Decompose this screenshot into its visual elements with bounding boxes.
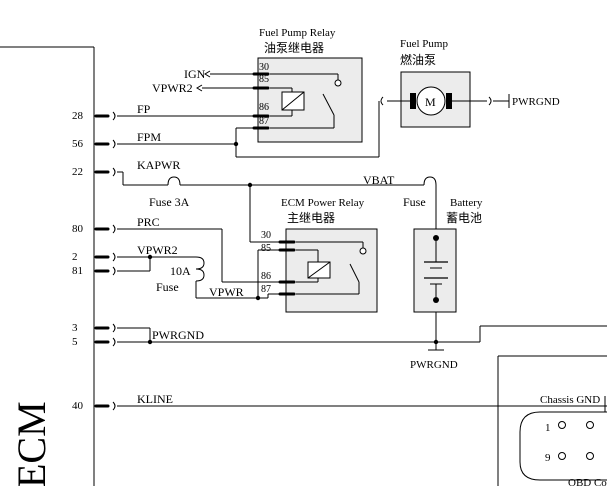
terminal-81 (94, 266, 116, 276)
ecm-label: ECM (9, 401, 54, 486)
pin-81: 81 (72, 265, 83, 277)
ecm-power-relay-title-zh: 主继电器 (287, 211, 335, 225)
signal-labels: FP FPM KAPWR PRC VPWR2 PWRGND KLINE IGN … (137, 67, 395, 406)
pin-56: 56 (72, 138, 84, 150)
svg-text:86: 86 (261, 271, 271, 282)
svg-text:85: 85 (261, 243, 271, 254)
signal-vpwr2-out: VPWR2 (152, 81, 193, 95)
obd-pin-9: 9 (545, 452, 551, 464)
pin-28: 28 (72, 110, 84, 122)
obd-pin-1: 1 (545, 422, 551, 434)
fuel-pump: Fuel Pump 燃油泵 M PWRGND (400, 38, 560, 128)
fuse-10a-symbol (195, 256, 205, 282)
terminal-80 (94, 224, 116, 234)
ecm-terminals (94, 111, 116, 411)
pin-22: 22 (72, 166, 83, 178)
ecm-pin-numbers: 28 56 22 80 2 81 3 5 40 (72, 110, 84, 412)
fuse-10a-label: Fuse (156, 280, 179, 294)
signal-fpm: FPM (137, 130, 161, 144)
fuse-10a-value: 10A (170, 264, 191, 278)
fuel-pump-relay-title-en: Fuel Pump Relay (259, 27, 336, 39)
fuse-battery-symbol (423, 176, 437, 186)
terminal-56 (94, 139, 116, 149)
fuse-3a-label: Fuse 3A (149, 195, 190, 209)
fuel-pump-ground: PWRGND (512, 96, 560, 108)
fuel-pump-title-zh: 燃油泵 (400, 52, 436, 67)
svg-text:30: 30 (259, 62, 269, 73)
obd-chassis-gnd: Chassis GND (540, 394, 600, 406)
motor-symbol: M (425, 95, 436, 109)
ign-arrow (204, 70, 211, 78)
svg-text:87: 87 (261, 284, 271, 295)
fuse-labels: Fuse 3A 10A Fuse Fuse (149, 195, 426, 294)
svg-text:30: 30 (261, 230, 271, 241)
signal-kline: KLINE (137, 392, 173, 406)
svg-text:87: 87 (259, 116, 269, 127)
pin-5: 5 (72, 336, 78, 348)
pin-2: 2 (72, 251, 78, 263)
terminal-5 (94, 337, 116, 347)
fuel-pump-relay-title-zh: 油泵继电器 (264, 41, 324, 55)
pin-40: 40 (72, 400, 84, 412)
wires (117, 70, 607, 407)
terminal-40 (94, 401, 116, 411)
ecm-module: ECM (0, 46, 95, 486)
ecm-power-relay-title-en: ECM Power Relay (281, 197, 365, 209)
battery-title-zh: 蓄电池 (446, 211, 482, 225)
obd-label: OBD Co (568, 477, 607, 486)
vpwr2-arrow (196, 84, 203, 92)
battery-ground: PWRGND (410, 359, 458, 371)
signal-pwrgnd: PWRGND (152, 328, 204, 342)
terminal-2 (94, 252, 116, 262)
signal-ign: IGN (184, 67, 206, 81)
ecm-power-relay: ECM Power Relay 主继电器 30 85 86 87 (261, 197, 378, 313)
svg-text:85: 85 (259, 74, 269, 85)
battery: Battery 蓄电池 PWRGND (410, 197, 483, 371)
signal-vpwr: VPWR (209, 285, 244, 299)
terminal-3 (94, 323, 116, 333)
motor-icon (416, 86, 446, 116)
signal-prc: PRC (137, 215, 160, 229)
signal-vbat: VBAT (363, 173, 395, 187)
signal-vpwr2: VPWR2 (137, 243, 178, 257)
signal-fp: FP (137, 102, 151, 116)
fuse-3a-symbol (167, 176, 181, 186)
pin-3: 3 (72, 322, 78, 334)
fuel-pump-title-en: Fuel Pump (400, 38, 448, 50)
battery-title-en: Battery (450, 197, 483, 209)
signal-kapwr: KAPWR (137, 158, 180, 172)
terminal-28 (94, 111, 116, 121)
svg-text:86: 86 (259, 102, 269, 113)
pin-80: 80 (72, 223, 84, 235)
fuse-battery-label: Fuse (403, 195, 426, 209)
fuel-pump-relay: Fuel Pump Relay 油泵继电器 30 85 86 87 (252, 27, 363, 143)
obd-connector: Chassis GND 1 9 OBD Co (497, 355, 607, 486)
terminal-22 (94, 167, 116, 177)
